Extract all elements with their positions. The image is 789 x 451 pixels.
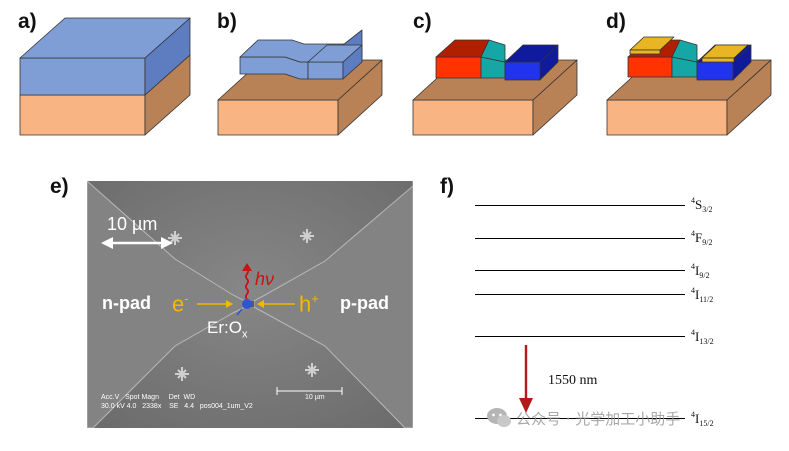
- material-label: Er:Ox: [207, 318, 248, 341]
- photon-wave: [242, 263, 252, 300]
- energy-level-line: [475, 336, 685, 337]
- energy-level-label: 4F9/2: [691, 229, 713, 247]
- watermark: 公众号 · 光学加工小助手: [484, 404, 784, 430]
- sem-scale-label: 10 µm: [107, 214, 158, 234]
- energy-level-label: 4I15/2: [691, 410, 714, 428]
- scale-arrow: [101, 237, 173, 249]
- electron-arrow: [197, 300, 233, 308]
- energy-level-label: 4I9/2: [691, 262, 710, 280]
- photon-label: hν: [255, 269, 275, 289]
- step-d-block: [606, 36, 772, 136]
- sem-background: [87, 181, 413, 428]
- sem-footer-line2: 30.0 kV 4.0 2338x SE 4.4 pos004_1um_V2: [101, 403, 253, 410]
- transition-wavelength-label: 1550 nm: [548, 373, 598, 388]
- energy-level-line: [475, 418, 685, 419]
- panel-label-c: c): [413, 10, 432, 33]
- sem-footer-scale-label: 10 µm: [305, 394, 325, 401]
- step-c-block: [412, 39, 578, 136]
- panel-label-f: f): [440, 175, 454, 198]
- sem-footer-line1: Acc.V Spot Magn Det WD: [101, 394, 200, 401]
- step-a-block: [19, 17, 191, 136]
- energy-level-label: 4I11/2: [691, 286, 714, 304]
- sem-micrograph: 10 µm n-pad p-pad e- h+ hν Er:Ox Acc.V S…: [87, 181, 413, 428]
- panel-label-d: d): [606, 10, 626, 33]
- n-pad-label: n-pad: [102, 293, 151, 313]
- hole-arrow: [257, 300, 295, 308]
- energy-level-line: [475, 294, 685, 295]
- energy-level-line: [475, 270, 685, 271]
- panel-label-e: e): [50, 175, 69, 198]
- wechat-icon: [487, 408, 511, 427]
- energy-level-label: 4S3/2: [691, 196, 713, 214]
- panel-label-a: a): [18, 10, 37, 33]
- erbium-emitter-dot: [242, 299, 252, 309]
- p-pad-label: p-pad: [340, 293, 389, 313]
- hole-label: h+: [299, 291, 319, 317]
- watermark-text: 公众号 · 光学加工小助手: [516, 410, 681, 428]
- fabrication-steps-diagram: [19, 17, 772, 136]
- electron-label: e-: [172, 291, 189, 317]
- energy-level-line: [475, 238, 685, 239]
- energy-level-label: 4I13/2: [691, 328, 714, 346]
- panel-label-b: b): [217, 10, 237, 33]
- energy-level-line: [475, 205, 685, 206]
- step-b-block: [217, 29, 383, 136]
- alignment-marks: [168, 229, 319, 381]
